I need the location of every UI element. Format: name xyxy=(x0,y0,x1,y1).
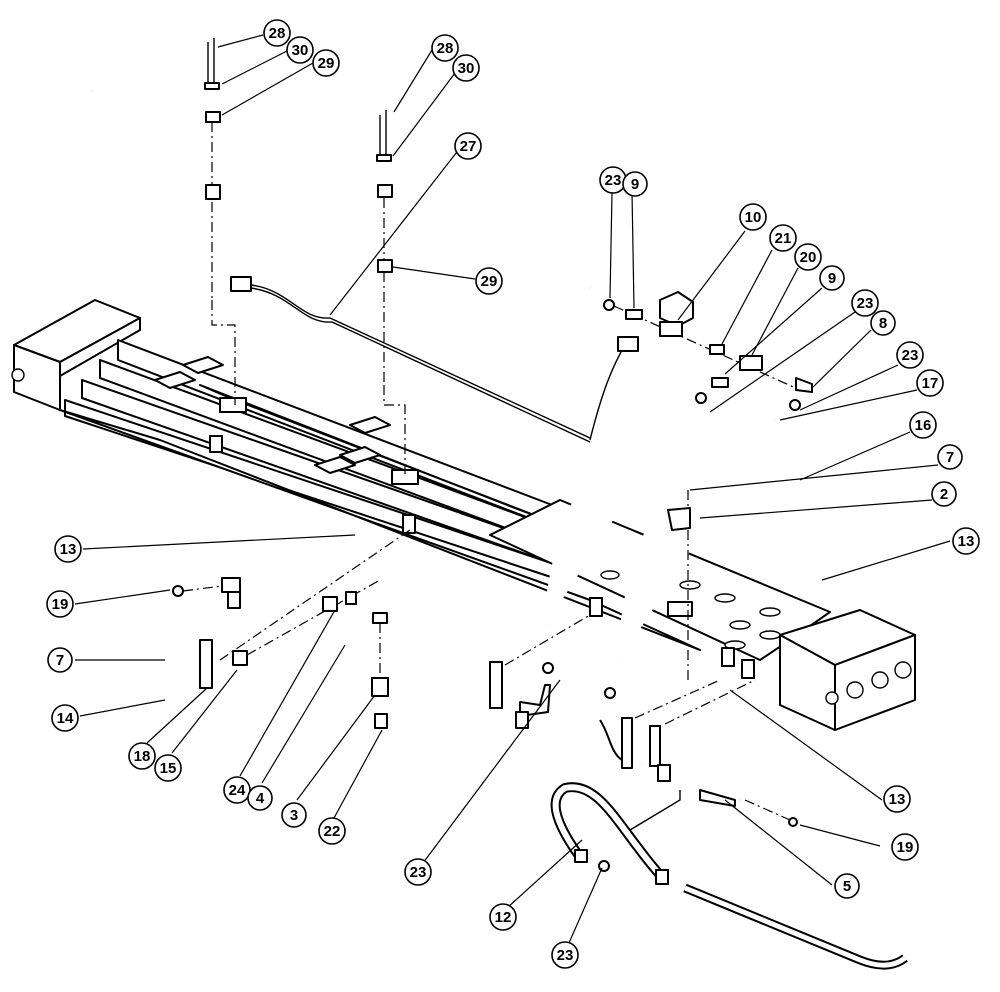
callout-12: 12 xyxy=(489,903,517,931)
left-spray-bar xyxy=(172,529,616,729)
svg-text:13: 13 xyxy=(60,541,77,558)
svg-text:13: 13 xyxy=(958,533,975,550)
svg-text:23: 23 xyxy=(557,947,574,964)
svg-text:20: 20 xyxy=(800,249,817,266)
svg-text:29: 29 xyxy=(481,273,498,290)
svg-text:7: 7 xyxy=(946,449,954,466)
svg-text:28: 28 xyxy=(269,25,286,42)
callout-24: 24 xyxy=(223,776,251,804)
svg-text:30: 30 xyxy=(292,42,309,59)
svg-text:27: 27 xyxy=(460,138,477,155)
callout-10: 10 xyxy=(739,203,767,231)
svg-text:12: 12 xyxy=(495,909,512,926)
wiring-harness xyxy=(230,276,639,443)
svg-text:15: 15 xyxy=(160,760,177,777)
svg-text:23: 23 xyxy=(605,172,622,189)
right-clamp-stack xyxy=(376,110,406,475)
callout-28b: 28 xyxy=(431,34,459,62)
callout-14: 14 xyxy=(51,704,79,732)
leader-lines xyxy=(74,34,951,953)
callout-19b: 19 xyxy=(891,833,919,861)
svg-text:16: 16 xyxy=(915,417,932,434)
callout-30a: 30 xyxy=(286,36,314,64)
callout-13c: 13 xyxy=(883,785,911,813)
callout-21: 21 xyxy=(769,224,797,252)
callout-27: 27 xyxy=(454,132,482,160)
callout-5: 5 xyxy=(834,873,860,899)
callout-29b: 29 xyxy=(475,267,503,295)
svg-text:24: 24 xyxy=(229,782,246,799)
coiled-hose xyxy=(550,782,908,970)
callout-23c: 23 xyxy=(896,341,924,369)
callout-28a: 28 xyxy=(263,19,291,47)
svg-text:8: 8 xyxy=(879,315,887,332)
callout-20: 20 xyxy=(794,243,822,271)
mounting-brackets xyxy=(209,397,755,679)
right-spray-bar xyxy=(599,490,798,827)
svg-text:21: 21 xyxy=(775,230,792,247)
svg-text:4: 4 xyxy=(256,790,265,807)
svg-text:5: 5 xyxy=(843,878,851,895)
callout-17: 17 xyxy=(916,369,944,397)
svg-text:13: 13 xyxy=(889,791,906,808)
callout-23d: 23 xyxy=(404,858,432,886)
callout-16: 16 xyxy=(909,411,937,439)
svg-text:23: 23 xyxy=(857,295,874,312)
callout-9b: 9 xyxy=(819,265,845,291)
svg-text:10: 10 xyxy=(745,209,762,226)
callout-4: 4 xyxy=(247,785,273,811)
callout-2: 2 xyxy=(931,481,957,507)
callout-22: 22 xyxy=(318,817,346,845)
svg-text:2: 2 xyxy=(940,486,948,503)
svg-text:19: 19 xyxy=(897,839,914,856)
svg-text:28: 28 xyxy=(437,40,454,57)
callout-15: 15 xyxy=(154,754,182,782)
callout-23e: 23 xyxy=(551,941,579,969)
svg-text:30: 30 xyxy=(458,60,475,77)
svg-text:22: 22 xyxy=(324,823,341,840)
svg-text:14: 14 xyxy=(57,710,74,727)
callout-18: 18 xyxy=(128,742,156,770)
callout-13a: 13 xyxy=(952,527,980,555)
svg-text:18: 18 xyxy=(134,748,151,765)
callout-30b: 30 xyxy=(452,54,480,82)
callout-19a: 19 xyxy=(46,590,74,618)
valve-fittings xyxy=(603,291,813,411)
svg-text:9: 9 xyxy=(828,270,836,287)
left-clamp-stack xyxy=(204,38,236,405)
upper-rod xyxy=(90,87,592,292)
callout-9a: 9 xyxy=(622,171,648,197)
svg-text:23: 23 xyxy=(410,864,427,881)
callout-3: 3 xyxy=(281,802,307,828)
callout-23b: 23 xyxy=(851,289,879,317)
svg-text:19: 19 xyxy=(52,596,69,613)
callout-7a: 7 xyxy=(937,444,963,470)
hoses xyxy=(542,396,777,661)
boom-assembly xyxy=(11,299,916,731)
callout-8: 8 xyxy=(870,310,896,336)
svg-text:23: 23 xyxy=(902,347,919,364)
svg-text:3: 3 xyxy=(290,807,298,824)
callout-29a: 29 xyxy=(312,49,340,77)
svg-text:29: 29 xyxy=(318,55,335,72)
callout-23a: 23 xyxy=(599,166,627,194)
callout-13b: 13 xyxy=(54,535,82,563)
svg-text:7: 7 xyxy=(56,652,64,669)
callout-7b: 7 xyxy=(47,647,73,673)
svg-text:17: 17 xyxy=(922,375,939,392)
svg-text:9: 9 xyxy=(631,176,639,193)
